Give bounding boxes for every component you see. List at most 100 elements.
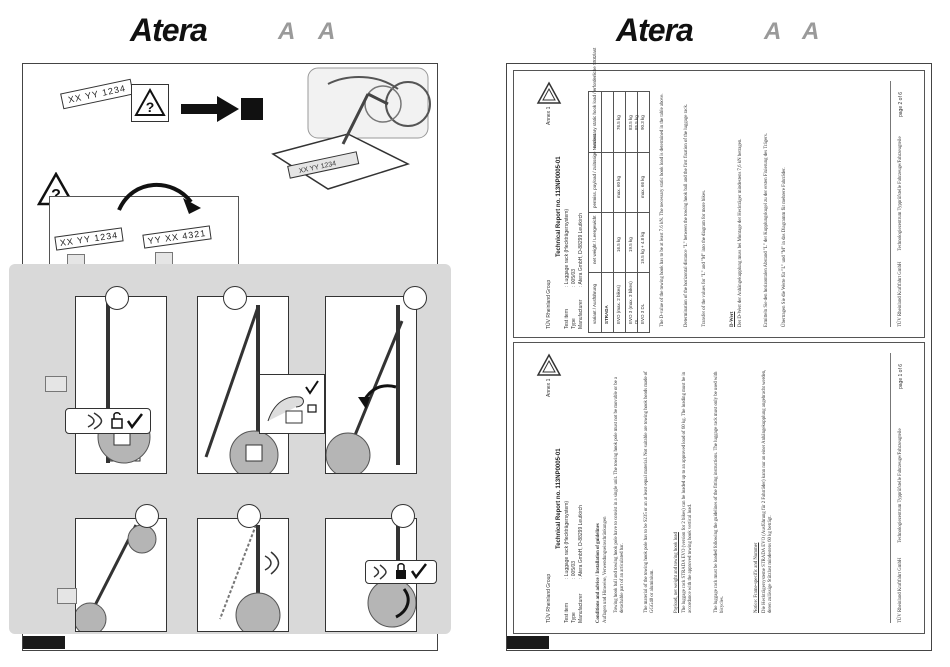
report1-para-3b: The luggage rack STRADA EVO (version for…: [682, 371, 693, 613]
table-row-1-variant: EVO (max. 2 bikes): [616, 284, 621, 324]
step-6-circle: [391, 504, 415, 528]
report1-manufacturer-value: : Atera GmbH, D-88299 Leutkirch: [578, 505, 584, 579]
table-row-2-weight: 19.5 kg: [628, 237, 633, 252]
sound-lock-icon: [373, 563, 427, 580]
table-header-variant: variant / Ausführung: [592, 283, 597, 324]
sound-indicator-2: [255, 548, 305, 578]
step-4-circle: [135, 504, 159, 528]
report1-para-5: Notice: Frame-specific and Nummer: [754, 542, 759, 613]
warning-sign-box: ?: [131, 84, 169, 122]
report2-org: TÜV Rheinland Group: [546, 279, 552, 329]
table-row-2-variant: EVO 3 (max. 3 bikes): [628, 281, 633, 324]
report2-footer-page: page 2 of 6: [898, 91, 904, 117]
report1-org: TÜV Rheinland Group: [546, 573, 552, 623]
table-row-3-variant: DL: [634, 318, 639, 324]
table-header-net-weight: net weight / Leergewicht: [592, 215, 597, 264]
sound-unlock-icon: [87, 412, 143, 430]
report2-manufacturer-label: Manufacturer: [578, 299, 584, 329]
table-row-1-payload: max. 60 kg: [616, 175, 621, 198]
report1-footer-left: TÜV Rheinland Kraftfahrt GmbH: [898, 557, 903, 623]
report1-para-4: The luggage rack must be loaded followin…: [714, 371, 725, 613]
step-5-illustration: [219, 524, 281, 638]
table-row-4-variant: EVO 3 DL: [640, 303, 645, 324]
table-row-strada: STRADA: [604, 305, 609, 324]
step-3-circle: [403, 286, 427, 310]
report2-para-c: Ermitteln Sie den horizontalen Abstand "…: [764, 133, 769, 327]
report2-test-item-value: : Luggage rack (Heckträgersystem): [564, 208, 570, 287]
svg-text:?: ?: [51, 187, 61, 204]
report1-para-1: Towing hook ball and towing hook pole ha…: [614, 376, 625, 613]
tuv-logo-icon-2: [536, 81, 562, 104]
tuv-logo-icon-1: [536, 353, 562, 376]
step-3-box: [325, 296, 417, 478]
step-5-circle: [237, 504, 261, 528]
report2-para-a: Determination of the horizontal distance…: [684, 103, 689, 327]
footer-page-tab-right: [507, 636, 549, 649]
lock-indicator: [365, 560, 437, 584]
step-1-circle: [105, 286, 129, 310]
report-spread: TÜV Rheinland Group Technical Report no.…: [506, 48, 932, 651]
table-row-1-weight: 16.5 kg: [616, 237, 621, 252]
curved-arrow-icon: [117, 182, 201, 214]
steps-panel: [9, 264, 451, 638]
report1-test-item-value: : Luggage rack (Heckträgersystem): [564, 500, 570, 579]
table-row-1-hook: 76.5 kg: [616, 115, 621, 130]
report2-table: variant / Ausführung net weight / Leerge…: [588, 48, 650, 333]
report1-annex: Annex 1: [546, 378, 552, 397]
sound-icon: [264, 551, 280, 575]
svg-text:?: ?: [146, 99, 155, 115]
table-row-3-hook: 85.5 kg: [634, 115, 639, 130]
report2-de-title: D-Wert: [730, 311, 735, 327]
report1-para-3: Payload, net weight and towing hook load: [674, 532, 679, 613]
table-header-hook-load: necessary static hook load / erforderlic…: [592, 47, 597, 148]
table-row-4-hook: 90.3 kg: [640, 115, 645, 130]
report1-para-5b: Die Heckträgersysteme STRADA EVO (Ausfüh…: [762, 369, 773, 613]
report2-annex: Annex 1: [546, 106, 552, 125]
step-1-tag: [45, 376, 67, 392]
step-4-illustration: [73, 524, 157, 636]
report2-test-item-label: Test item: [564, 308, 570, 329]
black-square-icon: [241, 98, 263, 120]
report-page-1: TÜV Rheinland Group Technical Report no.…: [513, 342, 925, 634]
report2-para-4: The D-value of the towing hook has to be…: [660, 93, 665, 327]
hand-detail-box: [259, 374, 325, 434]
report2-footer-left: TÜV Rheinland Kraftfahrt GmbH: [898, 261, 903, 327]
footer-page-tab-left: [23, 636, 65, 649]
unlock-indicator-1: [65, 408, 151, 434]
report2-de-text: Der D-Wert der Anhängekupplung muss bei …: [738, 138, 743, 327]
report2-type-value: : 005/03: [571, 268, 577, 287]
table-row-4-weight: 19.5 kg + 4.8 kg: [640, 231, 645, 264]
table-row-2-hook: 83.5 kg: [628, 115, 633, 130]
report2-title: Technical Report no. 113NP0005-01: [556, 156, 562, 257]
report2-para-b: Transfer of the values for "L" and "M" i…: [702, 189, 707, 327]
report1-type-value: : 005/03: [571, 560, 577, 579]
report2-para-d: Übertragen Sie die Werte für "L" und "M"…: [782, 167, 787, 327]
report1-test-item-label: Test item: [564, 602, 570, 623]
report2-footer-mid: Technologiezentrum Typprüfstelle Fahrzeu…: [898, 136, 903, 251]
report1-footer-mid: Technologiezentrum Typprüfstelle Fahrzeu…: [898, 428, 903, 543]
report2-manufacturer-value: : Atera GmbH, D-88299 Leutkirch: [578, 213, 584, 287]
brand-letter-left-2: A: [318, 18, 336, 45]
report1-para-2: The material of the towing hook pole has…: [644, 371, 655, 613]
bike-carrier-illustration: XX YY 1234: [271, 67, 431, 190]
brand-letter-right-1: A: [764, 18, 782, 45]
report1-section-title: Conditions and advice / Installation of …: [596, 523, 601, 623]
report1-footer-page: page 1 of 6: [898, 363, 904, 389]
table-row-4-payload: max. 66 kg: [640, 175, 645, 198]
arrow-right-icon: [181, 96, 239, 122]
step-4-tag: [57, 588, 77, 604]
step-4-box: [73, 518, 167, 636]
report1-section-title-de: Auflagen und Hinweise, Verwendungseinsch…: [603, 516, 608, 623]
step-3-illustration: [325, 305, 404, 478]
instruction-page: XX YY 1234 ? XX YY 1234 ? XX YY 1234 YY …: [9, 63, 451, 651]
brand-logo-right: Atera: [616, 12, 694, 48]
brand-letter-left-1: A: [278, 18, 296, 45]
step-2-circle: [223, 286, 247, 310]
report1-manufacturer-label: Manufacturer: [578, 593, 584, 623]
step-5-box: [197, 518, 289, 638]
report1-type-label: Type: [571, 612, 577, 623]
license-plate-old: XX YY 1234: [60, 78, 134, 110]
warning-icon: ?: [134, 87, 166, 116]
step-1-illustration: [97, 303, 151, 464]
step-1-box: [75, 296, 167, 474]
